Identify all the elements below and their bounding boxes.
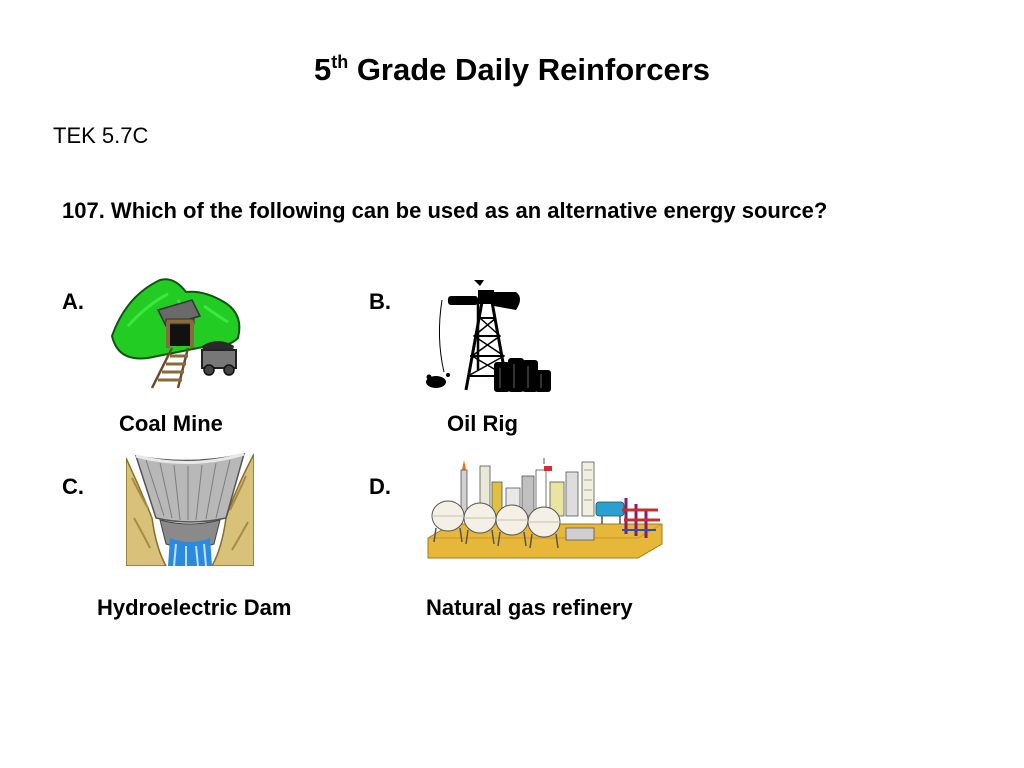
option-a-caption: Coal Mine bbox=[119, 411, 223, 436]
hydroelectric-dam-illustration[interactable] bbox=[126, 448, 254, 566]
option-d-letter[interactable]: D. bbox=[369, 474, 391, 499]
coal-mine-illustration[interactable] bbox=[108, 276, 248, 390]
gas-refinery-illustration[interactable] bbox=[426, 458, 666, 560]
option-a-letter[interactable]: A. bbox=[62, 289, 84, 314]
title-superscript: th bbox=[331, 52, 349, 72]
option-c-caption: Hydroelectric Dam bbox=[97, 595, 292, 620]
option-d-caption: Natural gas refinery bbox=[426, 595, 633, 620]
question-text: 107. Which of the following can be used … bbox=[62, 198, 828, 223]
oil-rig-illustration[interactable] bbox=[422, 278, 554, 398]
title-text: Grade Daily Reinforcers bbox=[348, 52, 711, 87]
title-number: 5 bbox=[313, 52, 332, 87]
option-b-letter[interactable]: B. bbox=[369, 289, 391, 314]
tek-label: TEK 5.7C bbox=[53, 123, 149, 148]
option-b-caption: Oil Rig bbox=[447, 411, 518, 436]
option-c-letter[interactable]: C. bbox=[62, 474, 84, 499]
slide-title: 5th Grade Daily Reinforcers bbox=[0, 50, 1024, 90]
